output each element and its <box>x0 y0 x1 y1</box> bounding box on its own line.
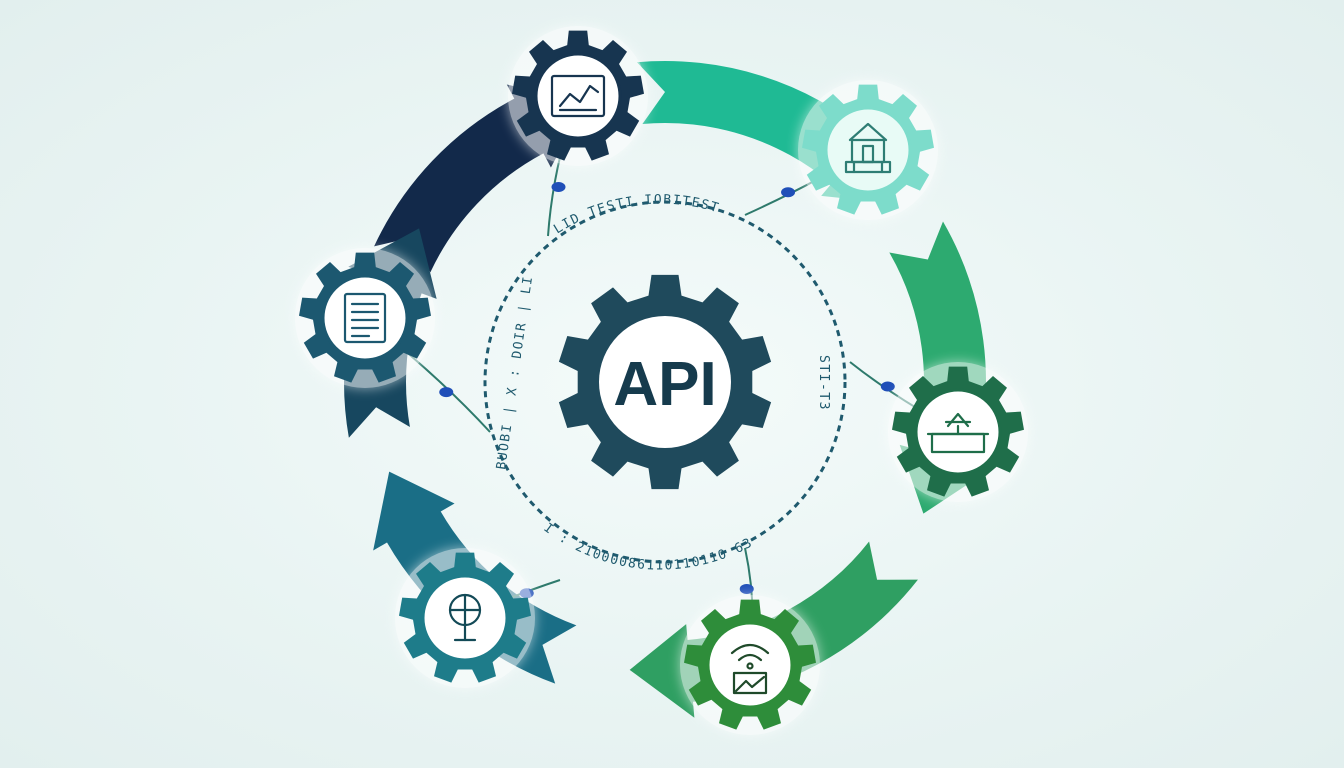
center-gear-face <box>599 316 731 448</box>
api-label: API <box>613 350 716 419</box>
connector-dot <box>439 387 454 398</box>
connector-dot <box>781 187 796 198</box>
node-top <box>508 26 648 166</box>
chart-icon <box>550 74 606 118</box>
node-face <box>321 274 409 362</box>
node-face <box>824 106 912 194</box>
node-bottom-left <box>395 548 535 688</box>
node-face <box>706 621 794 709</box>
center-api-gear <box>558 274 772 490</box>
ring-text-right: STI-T3 <box>816 355 831 411</box>
connector-dot <box>739 583 754 594</box>
node-bottom-right <box>680 595 820 735</box>
connector-dot <box>551 182 566 192</box>
device-icon <box>926 412 990 454</box>
connector-dot <box>880 381 895 392</box>
ring-text-bottom: I : 21000086110110110 63 <box>541 521 756 574</box>
dashed-ring <box>483 200 847 564</box>
building-icon <box>844 122 892 174</box>
process-nodes <box>295 26 1028 735</box>
antenna-icon <box>448 593 482 642</box>
node-left <box>295 248 435 388</box>
node-face <box>534 52 622 140</box>
wifi-icon <box>730 643 770 695</box>
ring-text-top: LID TESTI IOBITEST <box>551 193 721 238</box>
node-upper-right <box>798 80 938 220</box>
node-right <box>888 362 1028 502</box>
ring-text-left: BUOBI | X : DOIR | LI <box>494 275 536 471</box>
document-icon <box>343 292 387 344</box>
